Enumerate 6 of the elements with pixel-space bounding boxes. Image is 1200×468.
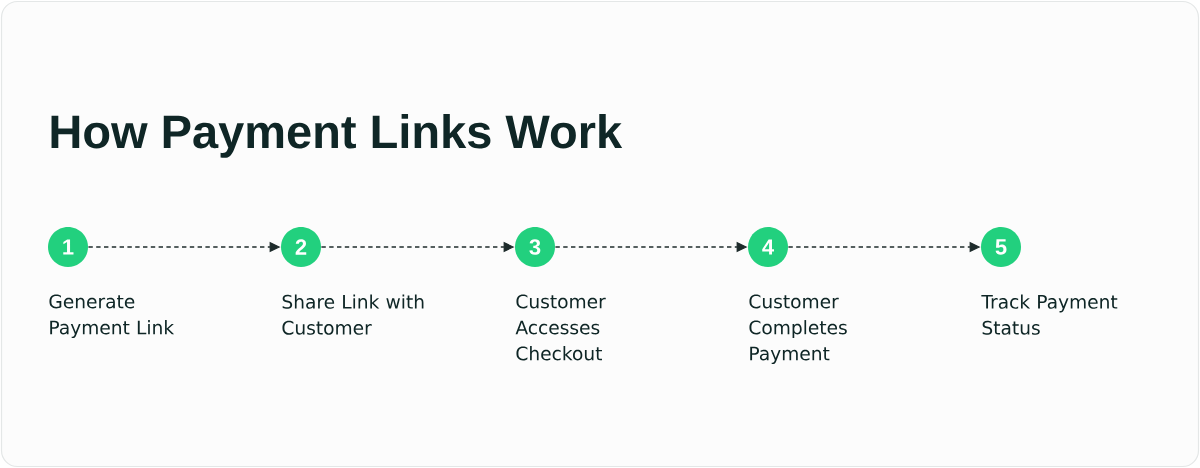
step-label: Track Payment Status xyxy=(981,294,1118,335)
title: How Payment Links Work xyxy=(51,113,623,158)
step-label: Share Link with Customer xyxy=(282,294,424,335)
step-label: Customer Completes Payment xyxy=(749,294,847,365)
step-label: Customer Accesses Checkout xyxy=(515,294,606,361)
step-label: Generate Payment Link xyxy=(49,294,175,339)
